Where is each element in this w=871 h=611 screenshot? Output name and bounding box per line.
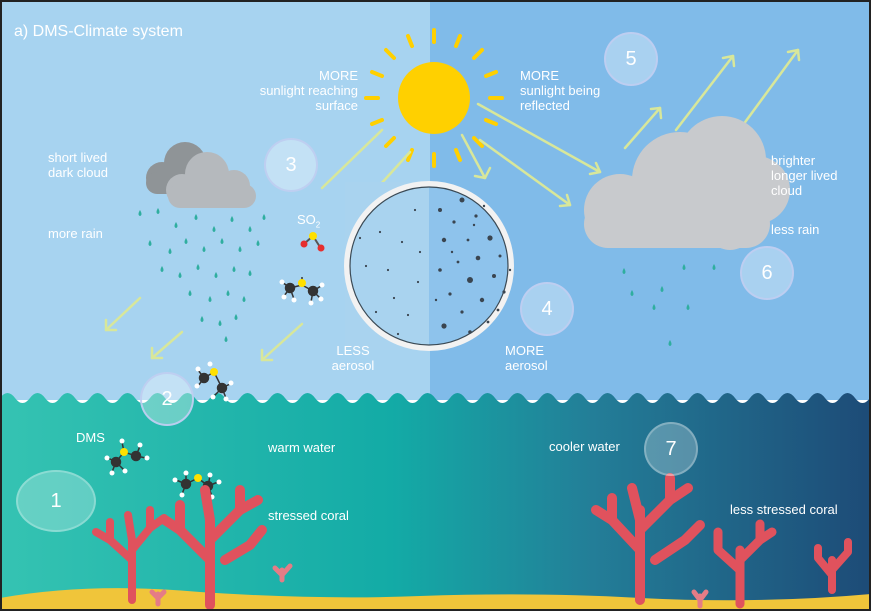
label-less-rain: less rain (771, 222, 820, 237)
dms-molecule-sky (279, 277, 325, 306)
heavy-rain-icon (138, 208, 266, 342)
coral-icons (92, 473, 852, 610)
step-1-badge: 1 (16, 470, 96, 532)
fall-arrow-1 (104, 296, 142, 332)
label-less-aerosol: LESS aerosol (331, 343, 375, 373)
label-bright-cloud: brighter longer lived cloud (771, 153, 838, 198)
arrow-to-lens (460, 133, 492, 180)
reflect-arrow-2 (674, 54, 736, 132)
dms-molecule-surface (194, 361, 234, 402)
step-6-badge: 6 (740, 246, 794, 300)
label-less-stressed-coral: less stressed coral (730, 502, 838, 517)
label-more-sunlight-reflected: MORE sunlight being reflected (520, 68, 601, 113)
reflect-arrow-1 (623, 106, 663, 150)
so2-molecule-icon (300, 232, 325, 252)
arrow-to-cloud (476, 102, 602, 176)
label-so2-subscript: 2 (315, 220, 321, 230)
fall-arrow-2 (150, 330, 184, 360)
step-3-badge: 3 (264, 138, 318, 192)
step-2-badge: 2 (140, 372, 194, 426)
label-short-lived-cloud: short lived dark cloud (48, 150, 108, 180)
step-4-badge: 4 (520, 282, 574, 336)
dark-cloud-icon (146, 142, 256, 208)
label-warm-water: warm water (268, 440, 336, 455)
light-rain-icon (622, 264, 716, 346)
sun-icon (364, 28, 504, 168)
label-more-aerosol: MORE aerosol (505, 343, 548, 373)
aerosol-lens (344, 181, 514, 351)
sunlight-arrows (104, 48, 801, 362)
step-7-badge: 7 (644, 422, 698, 476)
label-so2: SO2 (297, 212, 321, 230)
sand (0, 588, 871, 611)
step-5-badge: 5 (604, 32, 658, 86)
arrow-to-cloud-2 (478, 138, 572, 208)
label-stressed-coral: stressed coral (268, 508, 349, 523)
label-dms: DMS (76, 430, 105, 445)
aerosol-particles (358, 197, 512, 336)
diagram-title: a) DMS-Climate system (14, 23, 183, 40)
label-cooler-water: cooler water (549, 439, 620, 454)
label-more-rain: more rain (48, 226, 103, 241)
fall-arrow-3 (260, 322, 304, 362)
dms-molecule-water-1 (104, 438, 150, 476)
label-more-sunlight-surface: MORE sunlight reaching surface (259, 68, 358, 113)
bright-cloud-icon (584, 116, 790, 250)
